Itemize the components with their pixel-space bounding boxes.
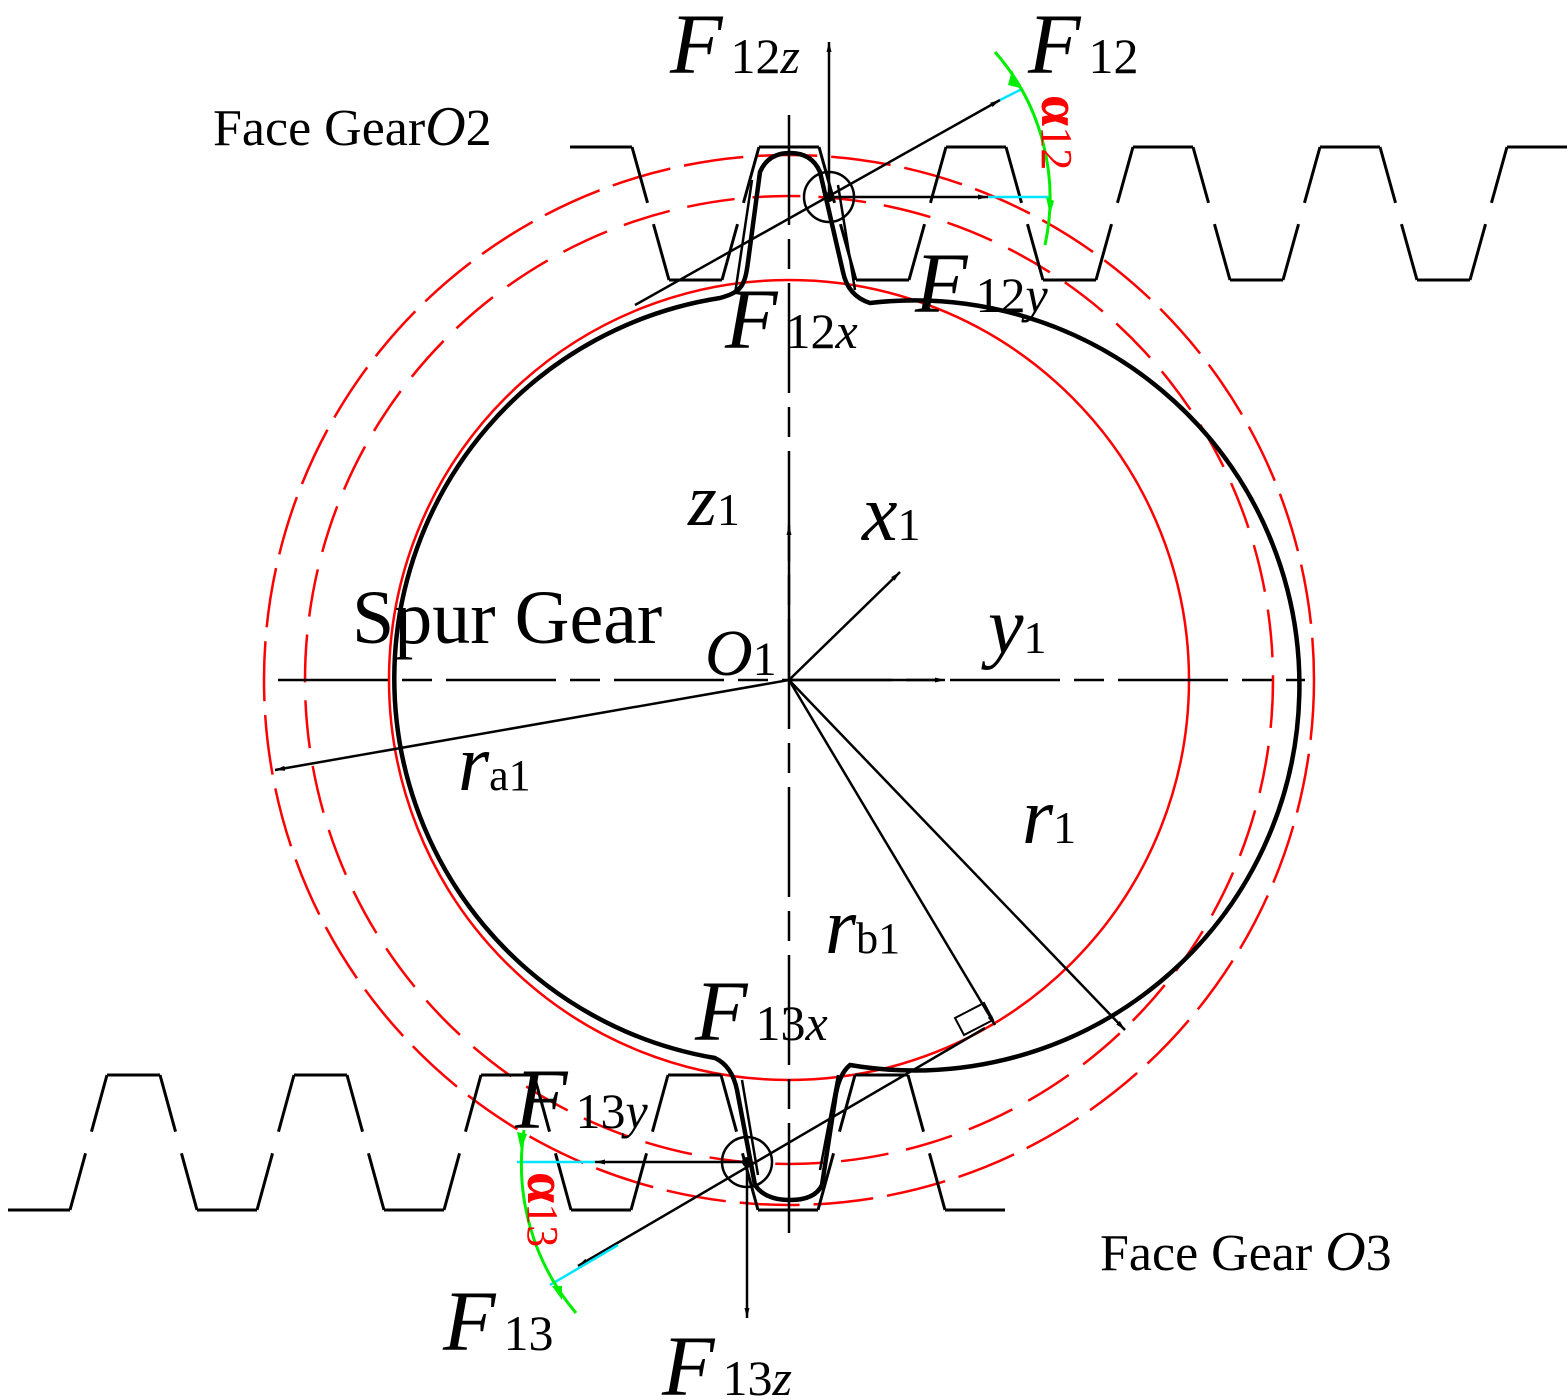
rack-bottom-flank: [442, 1152, 461, 1211]
rack-bottom-flank: [651, 1074, 670, 1133]
rack-bottom-flank: [906, 1074, 925, 1133]
z1-axis-label: z1: [687, 460, 740, 542]
rack-bottom-flank: [90, 1074, 109, 1133]
rack-bottom-flank: [277, 1074, 296, 1133]
rack-bottom-flank: [719, 1074, 738, 1133]
rack-top-flank: [1378, 146, 1397, 204]
rack-top-flank: [1490, 146, 1509, 204]
face-gear-o2-label: Face GearO2: [213, 96, 492, 158]
rack-top-flank: [1281, 223, 1300, 281]
rack-bottom-flank: [816, 1152, 835, 1211]
rack-bottom-flank: [158, 1074, 177, 1133]
alpha12-leg-inclined: [999, 87, 1023, 102]
y1-axis-label: y1: [981, 583, 1047, 671]
rack-bottom-flank: [928, 1152, 947, 1211]
face-gear-o3-label: Face Gear O3: [1100, 1221, 1392, 1283]
spur-gear-inner-profile: [733, 179, 857, 1176]
alpha12-label: α12: [1029, 95, 1091, 170]
F13-line-of-action: [577, 1026, 986, 1268]
rack-bottom-flank: [68, 1152, 87, 1211]
bottom-mesh-forces: [517, 1026, 986, 1318]
ra1-label: ra1: [458, 720, 531, 808]
rack-bottom-flank: [838, 1074, 857, 1133]
alpha12-arc: [993, 51, 1052, 246]
rack-top-flank: [1004, 146, 1023, 204]
rack-top-flank: [1303, 146, 1322, 204]
rack-top-flank: [929, 146, 948, 204]
spur-gear-o1-label: O1: [705, 617, 777, 690]
ra1-radius-arrow: [274, 678, 790, 772]
rack-top-flank: [1094, 223, 1113, 281]
spur-gear-label: Spur Gear: [352, 576, 662, 660]
alpha13-label: α13: [515, 1172, 577, 1247]
rack-top-flank: [652, 223, 671, 281]
rack-top-flank: [1191, 146, 1210, 204]
alpha13-leg-inclined: [549, 1243, 619, 1287]
x1-axis-label: x1: [861, 470, 921, 558]
rack-bottom-flank: [255, 1152, 274, 1211]
right-angle-mark: [953, 1001, 995, 1037]
spur-gear-outline: [392, 150, 1302, 1203]
rb1-label: rb1: [825, 883, 900, 971]
rack-top-flank: [1026, 223, 1045, 281]
rack-bottom-flank: [180, 1152, 199, 1211]
rack-top-flank: [1116, 146, 1135, 204]
rack-top-flank: [1400, 223, 1419, 281]
rb1-radius-arrow: [787, 679, 997, 1026]
r1-radius-arrow: [788, 679, 1126, 1031]
top-mesh-forces: [634, 42, 1054, 307]
r1-label: r1: [1022, 773, 1076, 861]
rack-top-flank: [907, 223, 926, 281]
rack-top-flank: [1213, 223, 1232, 281]
F12-line-of-action: [634, 98, 1001, 307]
rack-bottom-flank: [367, 1152, 386, 1211]
rack-top-flank: [1468, 223, 1487, 281]
rack-bottom-flank: [532, 1074, 551, 1133]
rack-top-flank: [742, 146, 761, 204]
x1-axis-arrow: [788, 571, 901, 681]
rack-bottom-flank: [345, 1074, 364, 1133]
rack-bottom-flank: [464, 1074, 483, 1133]
rack-top-flank: [630, 146, 649, 204]
